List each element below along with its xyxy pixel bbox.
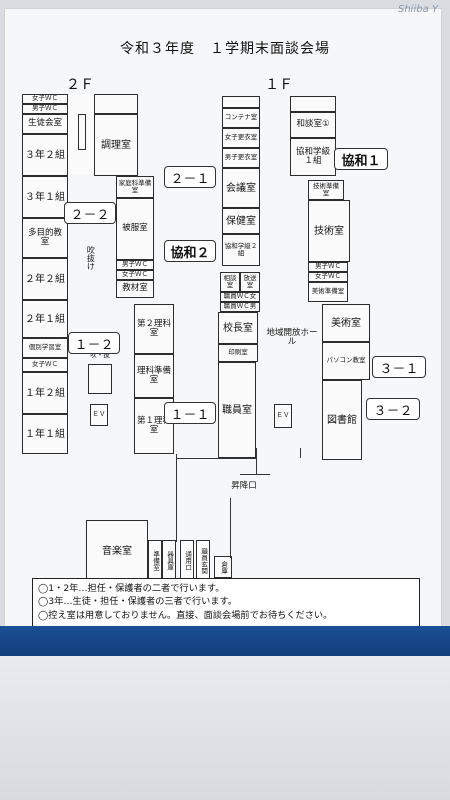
stairs-2f-top: [94, 94, 138, 114]
room-1f-pc: パソコン教室: [322, 342, 370, 380]
callout-3-2: ３－２: [366, 398, 420, 420]
room-2f-class-2-1: ２年１組: [22, 300, 68, 338]
room-1f-consult-1: 和談室①: [290, 112, 336, 138]
wall: [0, 656, 450, 800]
elevator-1f: ＥＶ: [274, 404, 292, 428]
room-2f-multipurpose: 多目的教室: [22, 218, 68, 258]
room-1f-kyowa-class-2: 協和学級２組: [222, 234, 260, 266]
room-2f-boys-wc: 男子ＷＣ: [22, 104, 68, 114]
room-1f-tech: 技術室: [308, 200, 350, 262]
room-1f-prep: 準備室: [148, 540, 162, 582]
room-2f-guidance: 個別学習室: [22, 338, 68, 358]
room-1f-community-hall: 地域開放ホール: [266, 327, 318, 347]
path-line-2: [300, 448, 301, 458]
callout-kyowa-2: 協和２: [164, 240, 216, 262]
room-1f-art: 美術室: [322, 304, 370, 342]
stairs-1f-right: [290, 96, 336, 112]
callout-3-1: ３－１: [372, 356, 426, 378]
room-1f-girls-change: 女子更衣室: [222, 128, 260, 148]
room-1f-staff-wc-m: 職員ＷＣ男: [220, 302, 260, 312]
room-1f-music-store: 器具庫: [162, 540, 176, 582]
callout-2-2: ２－２: [64, 202, 116, 224]
room-2f-homeec-prep: 家庭科準備室: [116, 176, 154, 198]
floor-1f-label: １Ｆ: [265, 77, 293, 93]
room-2f-class-3-1: ３年１組: [22, 176, 68, 218]
room-2f-class-1-2: １年２組: [22, 372, 68, 414]
room-2f-science-1: 第１理科室: [134, 398, 174, 454]
room-1f-library: 図書館: [322, 380, 362, 460]
poster-frame-bottom: [0, 626, 450, 656]
pillar-2f: [78, 114, 86, 150]
note-line-1: ◯1・2年…担任・保護者の二者で行います。: [38, 583, 225, 594]
page-title: 令和３年度 １学期末面談会場: [120, 41, 330, 57]
room-2f-atrium-2: 吹・抜: [90, 351, 110, 360]
path-line-1: [256, 448, 257, 474]
room-1f-boys-wc: 男子ＷＣ: [308, 262, 348, 272]
room-2f-student-room: 生徒会室: [22, 114, 68, 134]
path-line-6: [230, 498, 231, 558]
stairs-1f-top: [222, 96, 260, 108]
room-2f-science-prep: 理科準備室: [134, 354, 174, 398]
callout-kyowa-1: 協和１: [334, 148, 388, 170]
room-2f-boys-wc-2: 男子ＷＣ: [116, 260, 154, 270]
room-1f-print: 印刷室: [218, 344, 258, 362]
room-2f-girls-wc-3: 女子ＷＣ: [116, 270, 154, 280]
room-1f-principal: 校長室: [218, 312, 258, 344]
atrium-2f-box: [88, 364, 112, 394]
room-2f-atrium: 吹抜け: [86, 246, 96, 270]
path-line-5: [176, 454, 177, 542]
room-1f-staff-entrance: 職員玄関: [196, 540, 210, 582]
path-line-3: [176, 458, 256, 459]
room-1f-consult: 相談室: [220, 272, 240, 292]
room-2f-materials: 教材室: [116, 280, 154, 298]
room-1f-entrance: 昇降口: [231, 481, 257, 492]
room-2f-cooking: 調理室: [94, 114, 138, 176]
room-2f-science-2: 第２理科室: [134, 304, 174, 354]
corner-writing: Shiiba Y: [397, 4, 438, 15]
room-1f-broadcast: 放送室: [240, 272, 260, 292]
callout-1-2: １－２: [68, 332, 120, 354]
room-1f-art-prep: 美術準備室: [308, 282, 348, 302]
room-2f-girls-wc: 女子ＷＣ: [22, 94, 68, 104]
callout-1-1: １－１: [164, 402, 216, 424]
note-line-3: ◯控え室は用意しておりません。直接、面談会場前でお待ちください。: [38, 609, 333, 621]
room-2f-class-3-2: ３年２組: [22, 134, 68, 176]
room-1f-tech-prep: 技術準備室: [308, 180, 344, 200]
room-1f-passage: 通用口: [180, 540, 194, 582]
path-line-4: [240, 474, 270, 475]
note-line-2: ◯3年…生徒・担任・保護者の三者で行います。: [38, 596, 237, 608]
room-1f-container: コンテナ室: [222, 108, 260, 128]
room-1f-staff: 職員室: [218, 362, 256, 458]
floor-2f-label: ２Ｆ: [66, 77, 94, 93]
callout-2-1: ２－１: [164, 166, 216, 188]
room-1f-meeting: 会議室: [222, 168, 260, 208]
room-1f-boys-change: 男子更衣室: [222, 148, 260, 168]
room-2f-girls-wc-2: 女子ＷＣ: [22, 358, 68, 372]
room-1f-staff-wc-f: 職員ＷＣ女: [220, 292, 260, 302]
room-2f-sewing: 被服室: [116, 198, 154, 260]
room-1f-girls-wc: 女子ＷＣ: [308, 272, 348, 282]
room-2f-class-1-1: １年１組: [22, 414, 68, 454]
room-1f-kyowa-class-1: 協和学級１組: [290, 138, 336, 176]
room-2f-class-2-2: ２年２組: [22, 258, 68, 300]
elevator-2f: ＥＶ: [90, 404, 108, 426]
room-1f-storage: 倉庫: [214, 556, 232, 578]
room-1f-music: 音楽室: [86, 520, 148, 582]
room-1f-health: 保健室: [222, 208, 260, 234]
